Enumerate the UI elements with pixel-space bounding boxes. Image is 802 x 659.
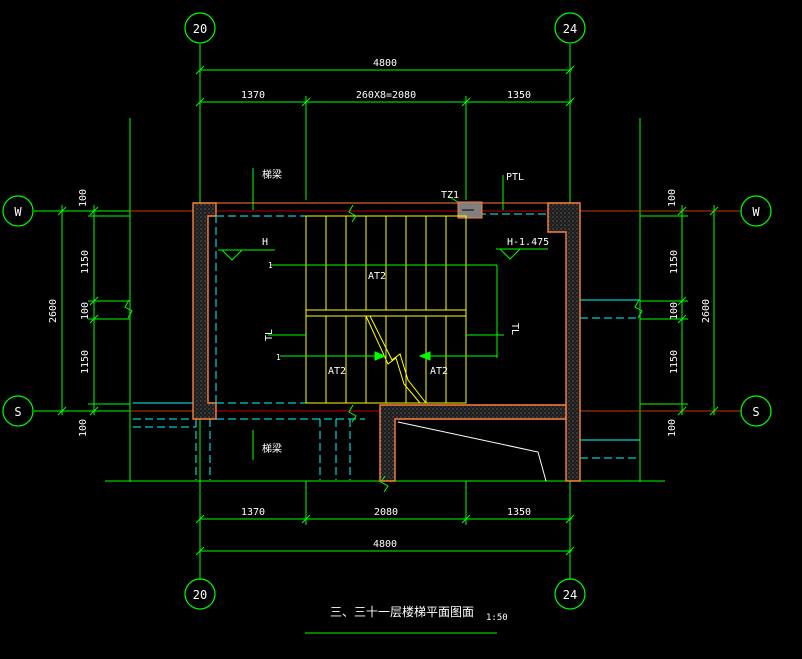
axis-label: 20	[193, 588, 207, 602]
dim-left-top: 100	[78, 189, 89, 207]
axis-bubble-s-right: S	[740, 395, 772, 427]
drawing-title: 三、三十一层楼梯平面图面	[330, 604, 474, 619]
label-tl-right: TL	[509, 323, 520, 335]
wall-left	[192, 202, 217, 420]
dim-right-middle: 100	[669, 302, 680, 320]
bottom-dimensions	[195, 481, 575, 557]
axis-bubble-24-top: 24	[554, 12, 586, 44]
axis-label: W	[752, 205, 760, 219]
dim-right-upper: 1150	[669, 250, 680, 274]
dim-left-lower: 1150	[80, 350, 91, 374]
level-marker-right	[496, 248, 548, 260]
axis-label: S	[752, 405, 759, 419]
dim-top-mid: 260X8=2080	[356, 90, 416, 101]
axis-bubble-w-right: W	[740, 195, 772, 227]
label-beam-top: 梯梁	[262, 168, 282, 181]
dim-left-bottom: 100	[78, 419, 89, 437]
label-at2-lower-right: AT2	[430, 366, 448, 377]
label-level-h: H	[262, 237, 268, 248]
axis-bubble-24-bottom: 24	[554, 578, 586, 610]
axis-label: W	[14, 205, 22, 219]
label-cut-a: 1	[268, 261, 273, 270]
label-cut-b: 1	[276, 353, 281, 362]
axis-bubble-s-left: S	[2, 395, 34, 427]
axis-label: 24	[563, 588, 577, 602]
dim-right-top: 100	[667, 189, 678, 207]
wall-bottom	[379, 404, 567, 482]
dim-left-middle: 100	[80, 302, 91, 320]
wall-right	[547, 202, 581, 482]
dim-bottom-right: 1350	[507, 507, 531, 518]
label-at2-lower-left: AT2	[328, 366, 346, 377]
beam-outlines	[133, 213, 640, 480]
dim-right-bottom: 100	[667, 419, 678, 437]
treads-lower	[325, 316, 447, 403]
right-dimensions	[640, 205, 719, 416]
dim-right-total: 2600	[701, 299, 712, 323]
walls	[192, 202, 581, 482]
dim-top-right: 1350	[507, 90, 531, 101]
level-marker-left	[218, 249, 275, 261]
label-at2-upper: AT2	[368, 271, 386, 282]
direction-arrows	[270, 264, 498, 361]
label-tl-left: TL	[264, 329, 275, 341]
axis-lines	[34, 44, 740, 580]
axis-bubble-20-top: 20	[184, 12, 216, 44]
treads-upper	[325, 216, 447, 310]
left-dimensions	[56, 205, 130, 416]
label-ptl: PTL	[506, 172, 524, 183]
drawing-scale: 1:50	[486, 613, 508, 623]
leader-lines	[124, 168, 643, 493]
door-opening	[397, 421, 547, 482]
axis-label: S	[14, 405, 21, 419]
axis-bubble-20-bottom: 20	[184, 578, 216, 610]
label-level-h-minus: H-1.475	[507, 237, 549, 248]
label-beam-bottom: 梯梁	[262, 442, 282, 455]
dim-right-lower: 1150	[669, 350, 680, 374]
dim-bottom-mid: 2080	[374, 507, 398, 518]
axis-label: 20	[193, 22, 207, 36]
stair-break-line	[365, 315, 427, 404]
top-dimensions	[195, 64, 575, 200]
dim-bottom-total: 4800	[373, 539, 397, 550]
label-tz1: TZ1	[441, 190, 459, 201]
dim-left-total: 2600	[48, 299, 59, 323]
axis-bubble-w-left: W	[2, 195, 34, 227]
dim-bottom-left: 1370	[241, 507, 265, 518]
dim-top-left: 1370	[241, 90, 265, 101]
dim-left-upper: 1150	[80, 250, 91, 274]
axis-label: 24	[563, 22, 577, 36]
dim-top-total: 4800	[373, 58, 397, 69]
